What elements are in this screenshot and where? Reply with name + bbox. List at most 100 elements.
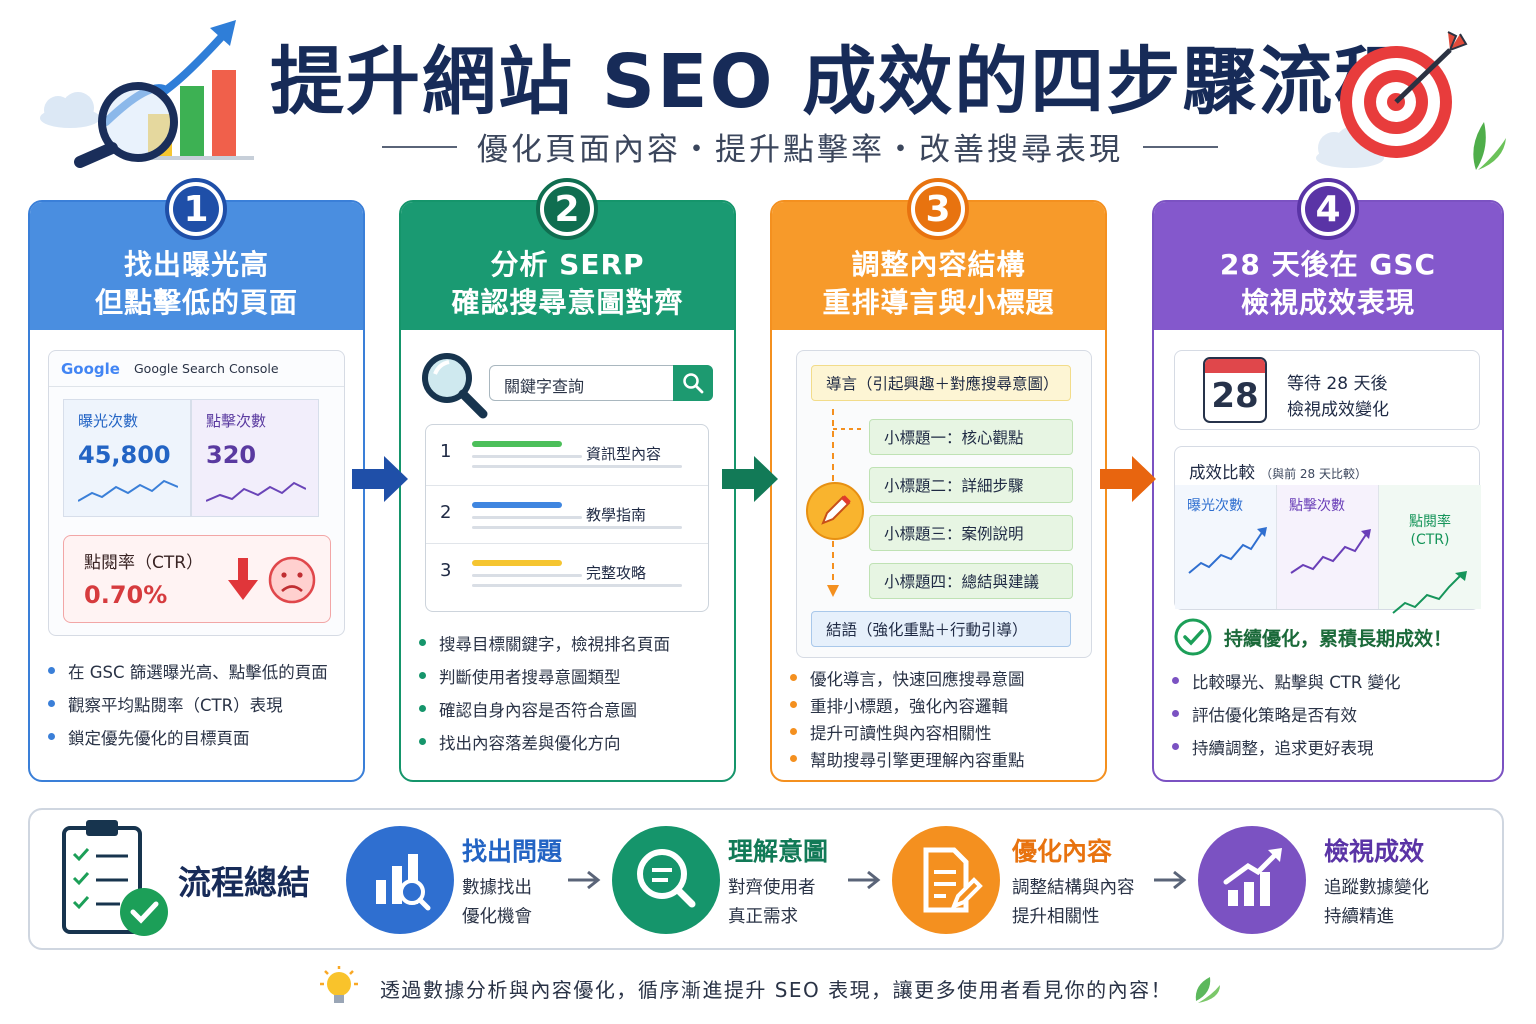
subtitle-divider-left xyxy=(382,145,457,148)
step-4-heading-line2: 檢視成效表現 xyxy=(1240,286,1415,319)
search-button[interactable] xyxy=(673,365,713,401)
serp-result-label: 教學指南 xyxy=(586,506,647,524)
impressions-metric: 曝光次數 45,800 xyxy=(63,399,191,517)
step-4-bullets: 比較曝光、點擊與 CTR 變化 評估優化策略是否有效 持續調整，追求更好表現 xyxy=(1172,664,1492,763)
outline-subhead: 小標題四：總結與建議 xyxy=(869,563,1073,599)
compare-col-impressions: 曝光次數 xyxy=(1175,485,1277,609)
step-1-heading-line1: 找出曝光高 xyxy=(123,248,269,281)
compare-col-ctr: 點閱率 (CTR) xyxy=(1379,485,1481,614)
step-card-3: 調整內容結構 重排導言與小標題 導言（引起興趣＋對應搜尋意圖） 小標題一：核心觀… xyxy=(770,200,1107,782)
step-4-heading-line1: 28 天後在 GSC xyxy=(1219,248,1437,281)
step-2-bullet: 判斷使用者搜尋意圖類型 xyxy=(419,659,724,692)
serp-rank: 3 xyxy=(440,560,452,581)
step-4-bullet: 持續調整，追求更好表現 xyxy=(1172,730,1492,763)
ctr-value: 0.70% xyxy=(84,581,168,609)
footer-message: 透過數據分析與內容優化，循序漸進提升 SEO 表現，讓更多使用者看見你的內容！ xyxy=(379,977,1173,1002)
check-circle-icon xyxy=(1174,618,1212,656)
wait-panel: 28 等待 28 天後 檢視成效變化 xyxy=(1174,350,1480,430)
step-1-heading-line2: 但點擊低的頁面 xyxy=(94,286,298,319)
step-3-heading-line2: 重排導言與小標題 xyxy=(822,286,1055,319)
summary-step-1-title: 找出問題 xyxy=(462,837,563,866)
result-line xyxy=(472,526,682,529)
summary-step-2-desc: 對齊使用者 真正需求 xyxy=(728,874,816,932)
magnifier-icon xyxy=(422,353,488,419)
console-product-name: Google Search Console xyxy=(133,361,279,376)
outline-conclusion: 結語（強化重點＋行動引導） xyxy=(811,611,1071,647)
keyword-search-input[interactable]: 關鍵字查詢 xyxy=(489,365,713,401)
page-subtitle: 優化頁面內容・提升點擊率・改善搜尋表現 xyxy=(477,132,1123,168)
summary-step-3-circle xyxy=(892,826,1000,934)
growth-chart-icon xyxy=(1223,848,1282,906)
clicks-value: 320 xyxy=(206,441,257,469)
process-summary: 流程總結 找出問題 數據找出 優化機會 理解意圖 對齊使用者 真正需求 優化內容… xyxy=(28,808,1504,950)
summary-title: 流程總結 xyxy=(178,863,310,902)
step-1-header: 找出曝光高 但點擊低的頁面 xyxy=(30,202,363,330)
outline-subhead: 小標題一：核心觀點 xyxy=(869,419,1073,455)
result-line xyxy=(472,465,682,468)
clicks-metric: 點擊次數 320 xyxy=(191,399,319,517)
compare-title: 成效比較 xyxy=(1189,463,1255,482)
summary-step-4-desc: 追蹤數據變化 持續精進 xyxy=(1324,874,1429,932)
step-3-bullet: 重排小標題，強化內容邏輯 xyxy=(790,691,1095,718)
compare-col-clicks: 點擊次數 xyxy=(1277,485,1379,609)
lightbulb-icon xyxy=(319,966,358,1003)
step-2-bullet: 找出內容落差與優化方向 xyxy=(419,725,724,758)
serp-result-row: 1 資訊型內容 xyxy=(426,425,708,481)
outline-subhead: 小標題三：案例說明 xyxy=(869,515,1073,551)
ctr-trend-chart xyxy=(1392,571,1467,614)
step-2-heading-line2: 確認搜尋意圖對齊 xyxy=(451,286,684,319)
down-arrow-icon xyxy=(228,558,258,600)
wait-line-1: 等待 28 天後 xyxy=(1287,374,1388,394)
footer: 透過數據分析與內容優化，循序漸進提升 SEO 表現，讓更多使用者看見你的內容！ xyxy=(290,966,1250,1010)
step-card-1: 找出曝光高 但點擊低的頁面 Google Google Search Conso… xyxy=(28,200,365,782)
serp-results-panel: 1 資訊型內容 2 教學指南 3 完整攻略 xyxy=(425,424,709,612)
flow-arrow-1-to-2 xyxy=(352,456,408,502)
summary-step-2-circle xyxy=(612,826,720,934)
calendar-icon: 28 xyxy=(1203,357,1267,423)
summary-arrow-1 xyxy=(568,870,601,890)
serp-result-label: 完整攻略 xyxy=(586,564,647,582)
result-line xyxy=(472,516,582,519)
impressions-trend-chart xyxy=(1188,527,1267,574)
content-outline-panel: 導言（引起興趣＋對應搜尋意圖） 小標題一：核心觀點 小標題二：詳細步驟 小標題三… xyxy=(796,350,1092,658)
summary-step-1-line1: 數據找出 xyxy=(462,878,532,898)
summary-step-2-line1: 對齊使用者 xyxy=(728,878,816,898)
step-4-number: 4 xyxy=(1305,186,1351,232)
step-1-number: 1 xyxy=(173,186,219,232)
console-topbar: Google Google Search Console xyxy=(49,351,344,387)
success-message: 持續優化，累積長期成效！ xyxy=(1224,627,1453,650)
compare-note: （與前 28 天比較） xyxy=(1260,467,1367,481)
compare-col-label: 點擊次數 xyxy=(1289,498,1345,514)
step-3-bullets: 優化導言，快速回應搜尋意圖 重排小標題，強化內容邏輯 提升可讀性與內容相關性 幫… xyxy=(790,664,1095,772)
clicks-sparkline xyxy=(205,481,307,502)
calendar-header xyxy=(1205,359,1265,373)
search-console-panel: Google Google Search Console 曝光次數 45,800… xyxy=(48,350,345,636)
step-2-heading-line1: 分析 SERP xyxy=(490,248,645,281)
result-title-bar xyxy=(472,560,562,566)
step-3-bullet: 提升可讀性與內容相關性 xyxy=(790,718,1095,745)
target-icon xyxy=(1316,31,1506,170)
summary-step-1-circle xyxy=(346,826,454,934)
step-4-header: 28 天後在 GSC 檢視成效表現 xyxy=(1154,202,1502,330)
leaf-icon xyxy=(1195,977,1221,1003)
serp-result-row: 3 完整攻略 xyxy=(426,543,708,599)
step-3-bullet: 優化導言，快速回應搜尋意圖 xyxy=(790,664,1095,691)
wait-line-2: 檢視成效變化 xyxy=(1287,400,1389,420)
impressions-sparkline xyxy=(77,479,179,502)
summary-arrow-3 xyxy=(1154,870,1187,890)
step-4-bullet: 評估優化策略是否有效 xyxy=(1172,697,1492,730)
outline-subhead: 小標題二：詳細步驟 xyxy=(869,467,1073,503)
step-2-badge: 2 xyxy=(536,178,598,240)
summary-step-3-line1: 調整結構與內容 xyxy=(1012,878,1135,898)
step-4-bullet: 比較曝光、點擊與 CTR 變化 xyxy=(1172,664,1492,697)
search-icon xyxy=(683,373,704,394)
serp-result-row: 2 教學指南 xyxy=(426,485,708,541)
compare-col-label: 曝光次數 xyxy=(1187,498,1243,514)
summary-step-3-line2: 提升相關性 xyxy=(1012,907,1100,927)
checklist-icon xyxy=(62,820,168,936)
bar-chart-search-icon xyxy=(376,854,431,911)
impressions-value: 45,800 xyxy=(78,441,171,469)
summary-step-4-title: 檢視成效 xyxy=(1324,837,1425,866)
step-3-header: 調整內容結構 重排導言與小標題 xyxy=(772,202,1105,330)
compare-col-label: 點閱率 (CTR) xyxy=(1409,514,1451,548)
